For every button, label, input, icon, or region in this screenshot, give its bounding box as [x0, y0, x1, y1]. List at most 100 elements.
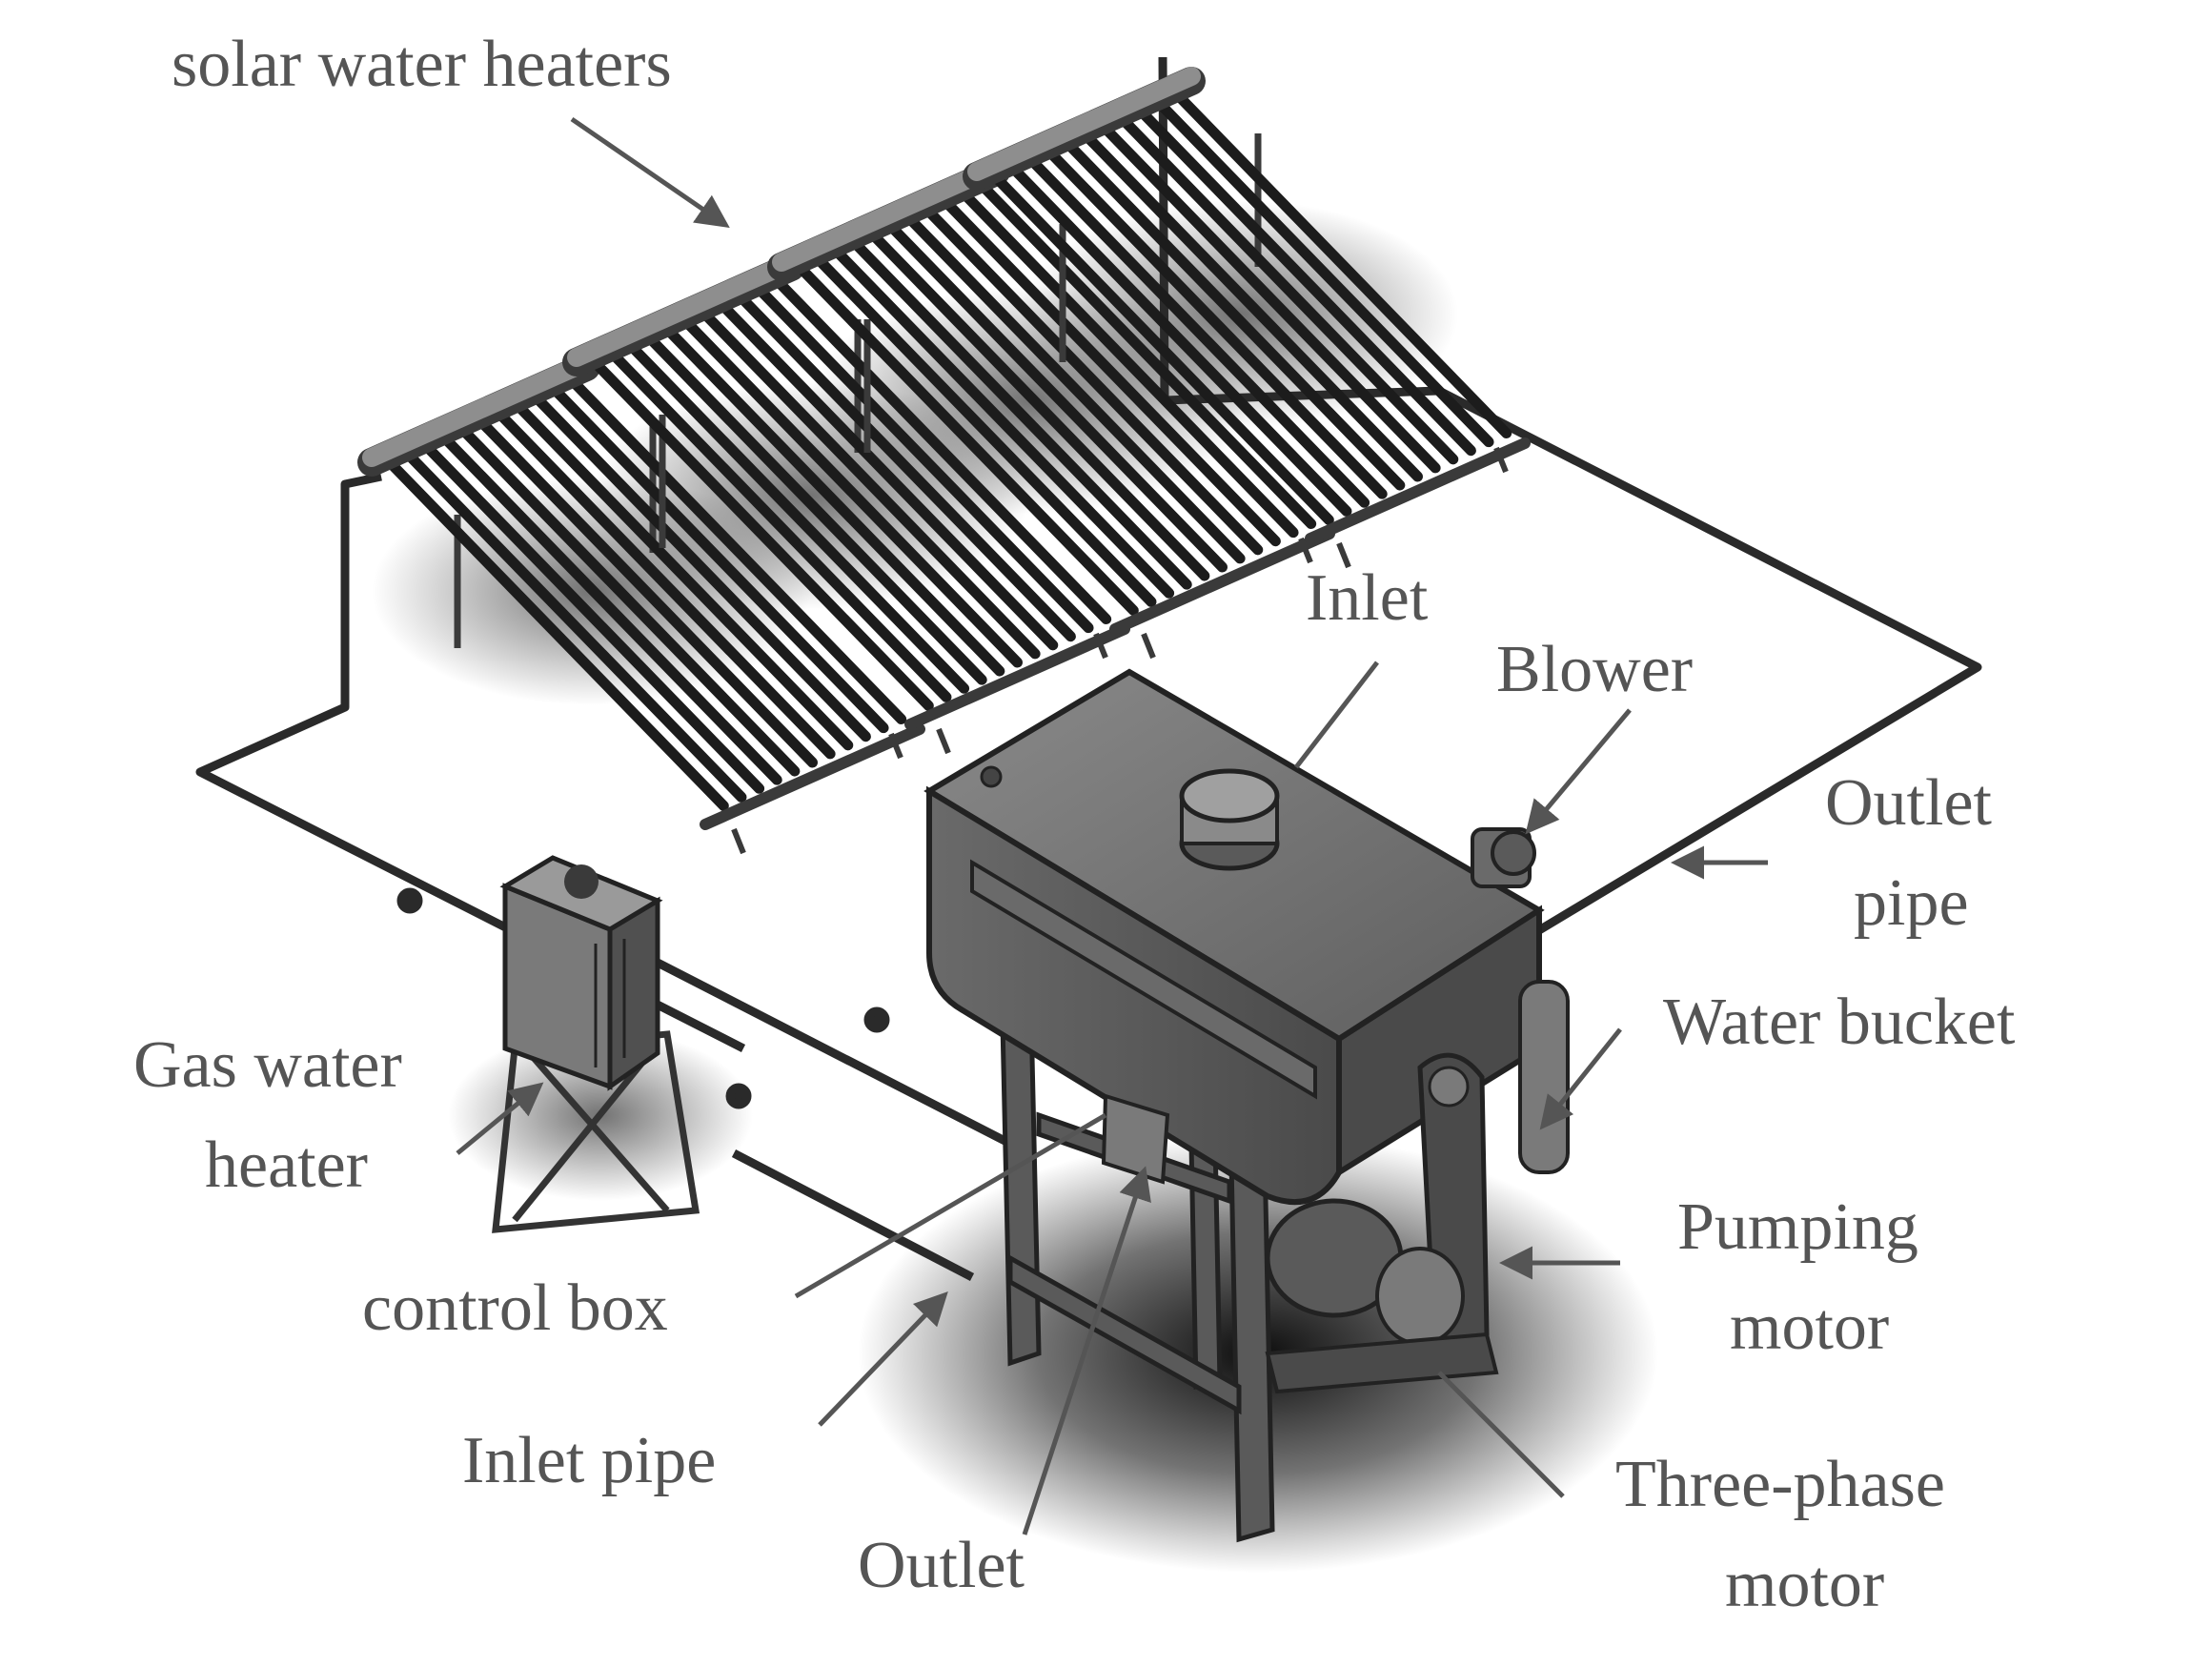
collector-3-tube-3 [830, 244, 1175, 599]
tank-flange [970, 859, 1317, 1100]
gas-heater-brace-2 [512, 1041, 660, 1223]
collector-4-tube-10 [1149, 93, 1494, 448]
collector-3-tube-5 [865, 227, 1210, 581]
collector-4-tube-8 [1114, 111, 1459, 465]
arrow-water-bucket [1539, 1027, 1622, 1130]
collector-2-tube-7 [696, 305, 1041, 660]
label-pumping-motor-line2: motor [1730, 1291, 1889, 1364]
label-water-bucket: Water bucket [1663, 986, 2016, 1059]
collector-2-header [567, 253, 801, 367]
motor-end [1375, 1247, 1465, 1346]
label-pumping-motor-line1: Pumping [1677, 1190, 1918, 1264]
collector-3-foot-1 [1141, 632, 1156, 660]
collector-4-tube-7 [1096, 119, 1441, 474]
callout-arrows [456, 116, 1768, 1535]
inlet-lid-top [1179, 768, 1280, 823]
arrow-outlet [1022, 1166, 1151, 1535]
collector-2-foot-1 [936, 727, 951, 755]
label-control-box: control box [362, 1271, 668, 1345]
collector-2-tube-1 [589, 356, 934, 711]
collector-4-foot-1 [1336, 541, 1351, 569]
pipe-joint-3 [725, 1083, 752, 1109]
collector-2-tube-5 [660, 322, 1005, 677]
collector-3-tube-10 [954, 184, 1299, 539]
collector-2-tube-9 [731, 288, 1076, 642]
gas-heater-burner-icon [564, 864, 599, 899]
collector-1-tube-8 [509, 396, 854, 751]
label-inlet: Inlet [1306, 561, 1429, 635]
collector-1-tube-3 [420, 439, 765, 794]
collector-3-tube-4 [847, 235, 1192, 590]
inlet-pipe-lower [731, 1149, 975, 1281]
label-three-phase-motor-line1: Three-phase [1615, 1448, 1945, 1521]
collector-1-tube-4 [437, 431, 782, 785]
collector-3-tube-1 [794, 261, 1139, 616]
inlet-pipe [655, 958, 1023, 1153]
gas-water-heater [492, 855, 700, 1233]
collector-1-tube-1 [384, 457, 729, 811]
collector-3-tube-7 [901, 210, 1246, 564]
collector-4-tube-3 [1025, 153, 1370, 508]
blower-fan-icon [1491, 830, 1536, 876]
pipe-joint-2 [863, 1006, 890, 1033]
collector-4-header [967, 67, 1201, 181]
arrow-control-box [794, 1112, 1107, 1299]
arrow-inlet-pipe [818, 1291, 948, 1427]
tank-port-icon [980, 765, 1003, 788]
motor-base [1265, 1332, 1499, 1394]
collector-4-bottom-rail [1305, 437, 1531, 544]
collector-4-tube-2 [1007, 162, 1352, 517]
collector-1-bottom-rail [700, 723, 925, 830]
stand-crossbar [1007, 1253, 1242, 1415]
collector-3-header [772, 157, 1005, 272]
collector-3-tube-9 [936, 193, 1281, 547]
collector-2-tube-8 [714, 296, 1059, 651]
blower-unit [1471, 827, 1536, 888]
collector-3-tube-11 [972, 175, 1317, 530]
collector-3-tube-6 [883, 218, 1228, 573]
return-pipe-left [195, 472, 746, 1053]
collector-2-foot-2 [1093, 632, 1108, 660]
collector-4-foot-2 [1493, 446, 1509, 474]
arrow-solar-water-heaters [570, 116, 730, 228]
pump-pulley-top [1428, 1066, 1470, 1108]
collector-1-tube-2 [402, 448, 747, 803]
collector-1-tube-7 [491, 405, 836, 760]
arrow-inlet [1294, 661, 1379, 769]
label-solar-water-heaters: solar water heaters [172, 28, 672, 101]
three-phase-motor [1265, 1198, 1499, 1394]
solar-collector-array [357, 67, 1531, 855]
collector-4-tube-9 [1131, 102, 1476, 457]
label-outlet: Outlet [858, 1529, 1025, 1602]
dryer-chamber [923, 668, 1570, 1543]
collector-4-tube-1 [989, 171, 1334, 525]
arrow-blower [1525, 708, 1632, 835]
label-blower: Blower [1496, 633, 1693, 706]
arrow-gas-water-heater [456, 1082, 544, 1155]
arrow-three-phase-motor [1437, 1371, 1565, 1498]
control-box [1101, 1093, 1170, 1185]
label-gas-water-heater-line2: heater [205, 1128, 368, 1202]
collector-1-foot-2 [888, 732, 903, 760]
label-outlet-pipe-line1: Outlet [1825, 766, 1993, 840]
pipe-joint-1 [396, 887, 423, 914]
label-inlet-pipe: Inlet pipe [462, 1424, 716, 1497]
collector-2-tube-2 [607, 348, 952, 702]
gas-heater-body-side [607, 896, 660, 1091]
collector-3-tube-8 [919, 201, 1264, 556]
collector-3-bottom-rail [1109, 528, 1335, 635]
collector-4-tube-5 [1061, 136, 1406, 491]
diagram-labels: solar water heaters Inlet Blower Outlet … [133, 28, 2016, 1621]
tank-front [926, 785, 1342, 1206]
collector-1-tube-5 [456, 422, 801, 777]
collector-2-bottom-rail [904, 623, 1130, 730]
collector-4-tube-4 [1043, 145, 1388, 499]
label-gas-water-heater-line1: Gas water [133, 1028, 402, 1102]
collector-4-tube-11 [1167, 85, 1512, 439]
control-box-body [1101, 1093, 1170, 1185]
collector-1-foot-1 [731, 827, 746, 855]
collector-1-tube-6 [474, 414, 818, 768]
collector-1-tube-9 [526, 388, 871, 742]
